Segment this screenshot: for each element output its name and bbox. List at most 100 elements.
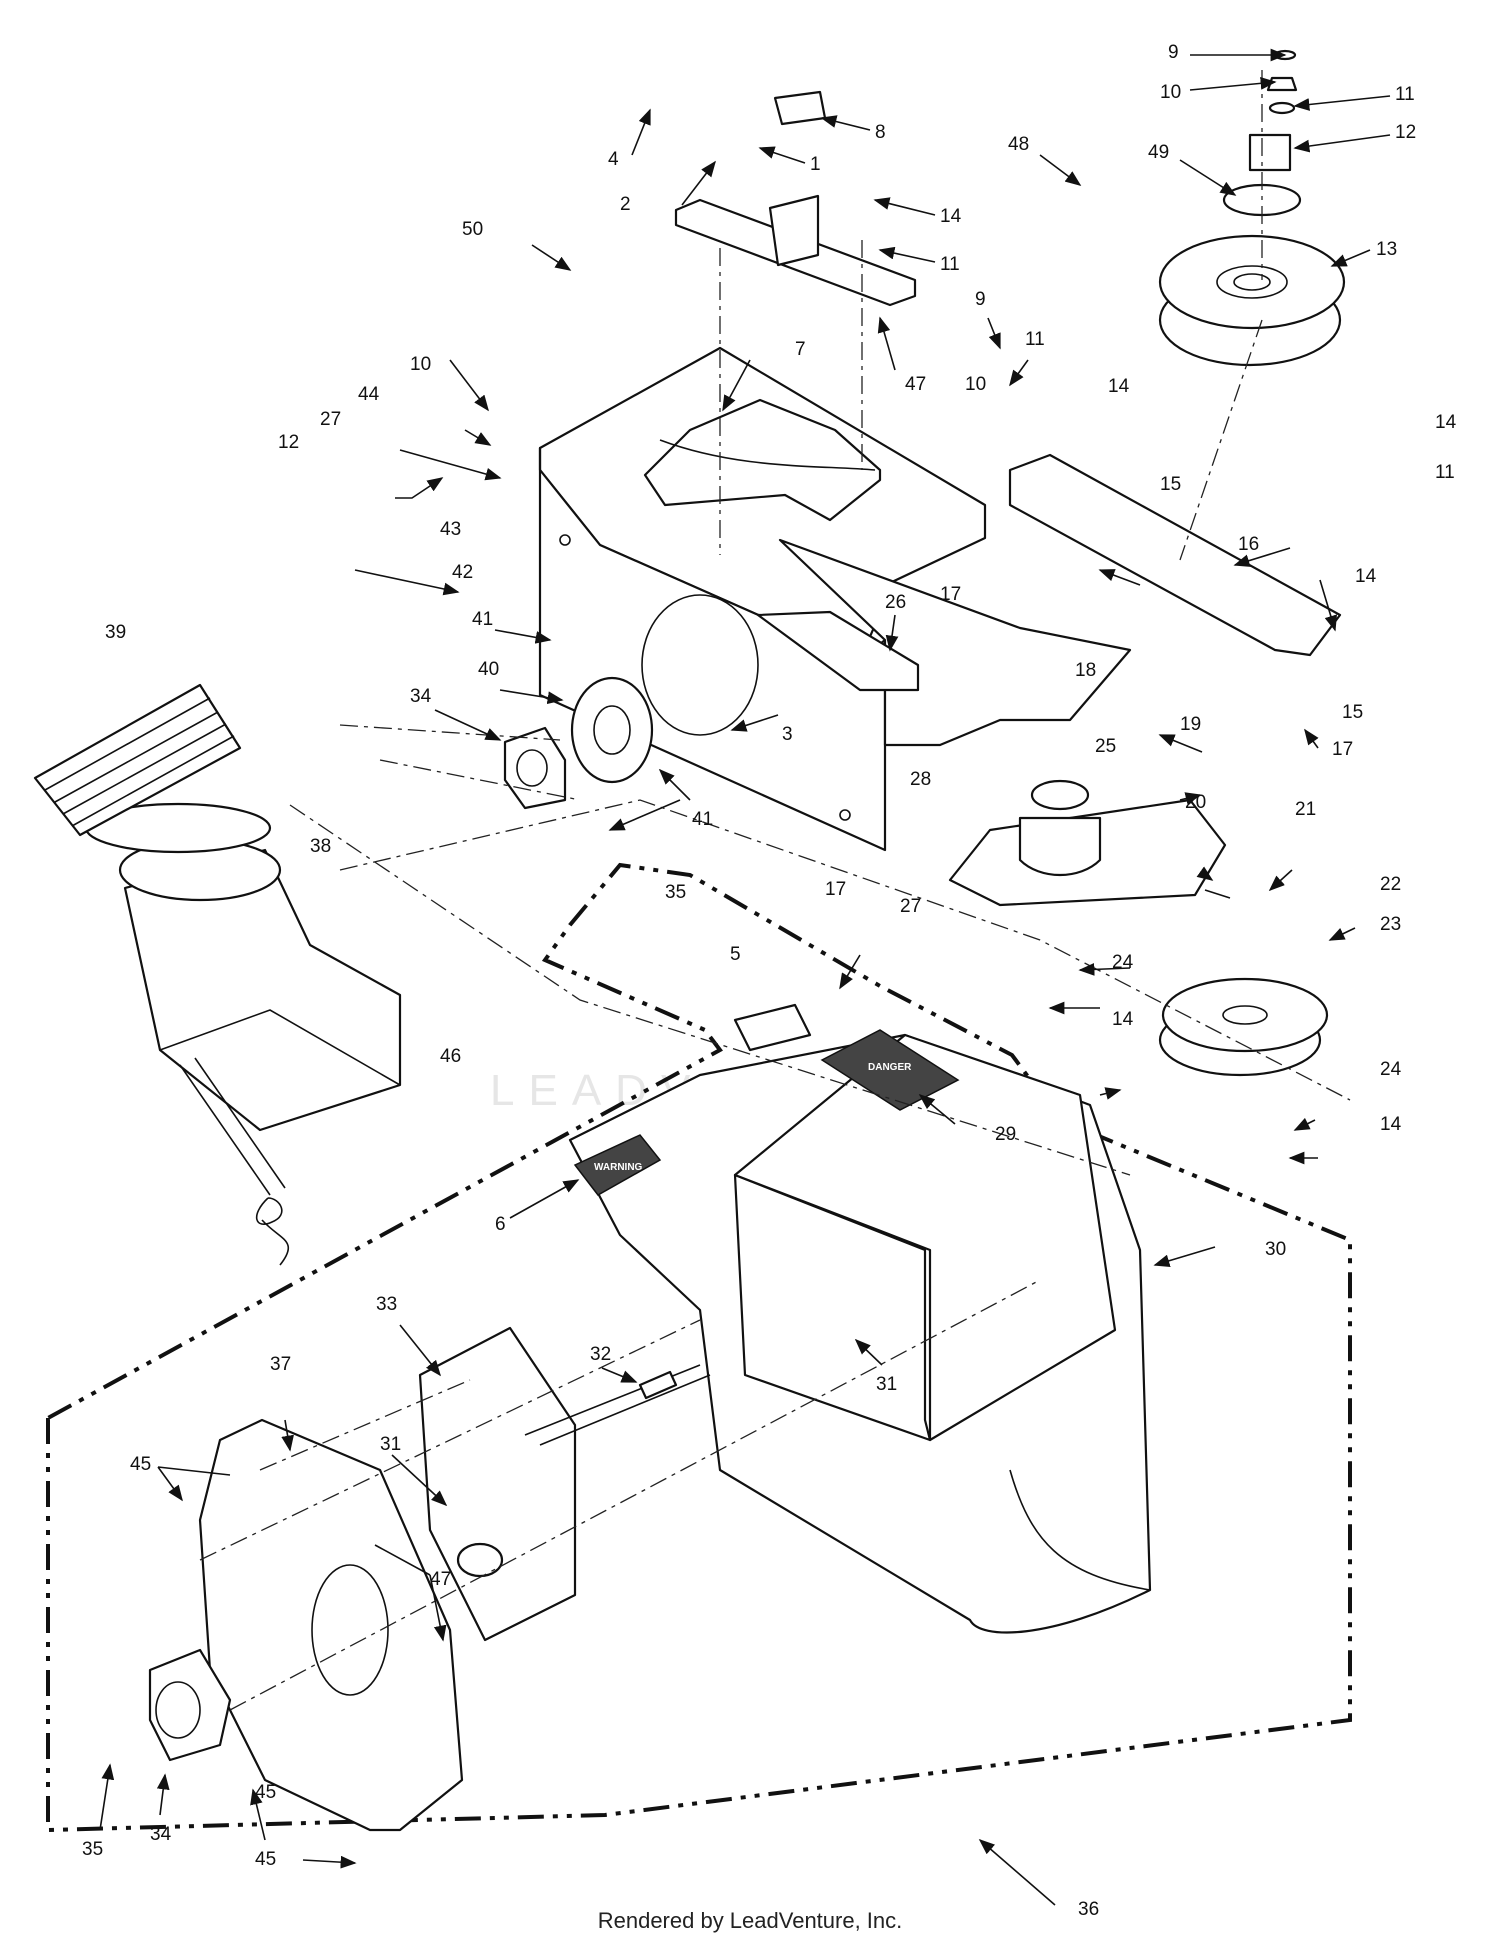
callout-8: 8: [875, 122, 886, 143]
callout-17-b: 17: [940, 584, 961, 605]
callout-45-a: 45: [130, 1454, 151, 1475]
centerline-f: [289, 804, 1131, 1176]
footer-credit: Rendered by LeadVenture, Inc.: [597, 1908, 903, 1933]
callout-33: 33: [376, 1294, 397, 1315]
idler-arm-16: [1008, 453, 1342, 657]
callout-22: 22: [1380, 874, 1401, 895]
callout-16: 16: [1238, 534, 1259, 555]
callout-2: 2: [620, 194, 631, 215]
callout-19: 19: [1180, 714, 1201, 735]
callout-35-top: 35: [665, 882, 686, 903]
callout-15-a: 15: [1160, 474, 1181, 495]
callout-18: 18: [1075, 660, 1096, 681]
callout-42: 42: [452, 562, 473, 583]
callout-12-left: 12: [278, 432, 299, 453]
callout-23: 23: [1380, 914, 1401, 935]
idler-pulley-13: [1158, 234, 1346, 367]
callout-36: 36: [1078, 1899, 1099, 1920]
callout-32: 32: [590, 1344, 611, 1365]
callout-20: 20: [1185, 792, 1206, 813]
centerline-b: [719, 240, 863, 555]
blower-assembly-boundary: [46, 862, 1352, 1833]
callout-14-e: 14: [1112, 1009, 1134, 1030]
callout-49: 49: [1148, 142, 1169, 163]
callout-1: 1: [810, 154, 821, 175]
callout-14-c: 14: [1435, 412, 1457, 433]
callout-40: 40: [478, 659, 499, 680]
callout-11-c: 11: [1435, 462, 1455, 483]
callout-45-c: 45: [255, 1782, 276, 1803]
frame-housing: [538, 346, 1132, 852]
callout-44: 44: [358, 384, 380, 405]
cap-8: [773, 90, 827, 126]
nut-10-top: [1266, 76, 1298, 92]
callout-31-a: 31: [380, 1434, 401, 1455]
callout-10-top: 10: [1160, 82, 1181, 103]
callout-30: 30: [1265, 1239, 1286, 1260]
washer-11-top: [1268, 101, 1296, 115]
callout-47-b: 47: [430, 1569, 451, 1590]
handle-socket: [768, 194, 820, 267]
callout-14-f: 14: [1380, 1114, 1402, 1135]
callout-25: 25: [1095, 736, 1116, 757]
callout-48: 48: [1008, 134, 1029, 155]
callout-4: 4: [608, 149, 619, 170]
cover-plate-37: [198, 1418, 464, 1832]
callout-29: 29: [995, 1124, 1016, 1145]
callout-38: 38: [310, 836, 331, 857]
callout-45-b: 45: [255, 1849, 276, 1870]
callout-35-bottom: 35: [82, 1839, 103, 1860]
callout-27-top: 27: [320, 409, 341, 430]
callout-41-b: 41: [692, 809, 713, 830]
callout-27-mid: 27: [900, 896, 921, 917]
callout-46: 46: [440, 1046, 461, 1067]
danger-decal-text: DANGER: [868, 1062, 912, 1073]
callout-14-a: 14: [940, 206, 962, 227]
callout-31-b: 31: [876, 1374, 897, 1395]
callout-28: 28: [910, 769, 931, 790]
callout-47-a: 47: [905, 374, 926, 395]
centerline-a: [1179, 70, 1263, 561]
callout-39: 39: [105, 622, 126, 643]
callout-3: 3: [782, 724, 793, 745]
callout-10-mid: 10: [965, 374, 986, 395]
callout-34-b: 34: [150, 1824, 172, 1845]
blower-housing-30: [568, 1033, 1152, 1634]
centerline-c: [339, 724, 581, 801]
callout-17-c: 17: [825, 879, 846, 900]
callout-12-top: 12: [1395, 122, 1416, 143]
centerline-e: [199, 1279, 1041, 1711]
callout-9-mid: 9: [975, 289, 986, 310]
callout-43: 43: [440, 519, 461, 540]
callout-37: 37: [270, 1354, 291, 1375]
spacer-12: [1248, 133, 1292, 172]
callout-9-top: 9: [1168, 42, 1179, 63]
callout-11-top: 11: [1395, 84, 1415, 105]
callout-24-b: 24: [1380, 1059, 1402, 1080]
callout-11-mid: 11: [1025, 329, 1045, 350]
callout-15-b: 15: [1342, 702, 1363, 723]
crank-rod: [179, 1057, 290, 1266]
bearing-25: [1018, 816, 1102, 877]
callout-34-a: 34: [410, 686, 432, 707]
centerline-d: [339, 799, 1351, 1101]
decal-5: [733, 1003, 812, 1052]
callout-13: 13: [1376, 239, 1397, 260]
callout-labels: 9 10 11 12 13 49 48 8 1 2 4 14 11 47 7 9…: [82, 42, 1457, 1920]
callout-10-left: 10: [410, 354, 431, 375]
callout-26: 26: [885, 592, 906, 613]
pulley-40: [570, 676, 654, 784]
key-32: [638, 1370, 678, 1400]
callout-5: 5: [730, 944, 741, 965]
leader-lines: [99, 48, 1391, 1906]
callout-7: 7: [795, 339, 806, 360]
callout-24-a: 24: [1112, 952, 1134, 973]
warning-decal-6: [573, 1134, 662, 1196]
bearing-flange-34-lower: [148, 1648, 232, 1762]
callout-6: 6: [495, 1214, 506, 1235]
callout-21: 21: [1295, 799, 1316, 820]
callout-14-d: 14: [1355, 566, 1377, 587]
callout-14-b: 14: [1108, 376, 1130, 397]
callout-17-a: 17: [1332, 739, 1353, 760]
